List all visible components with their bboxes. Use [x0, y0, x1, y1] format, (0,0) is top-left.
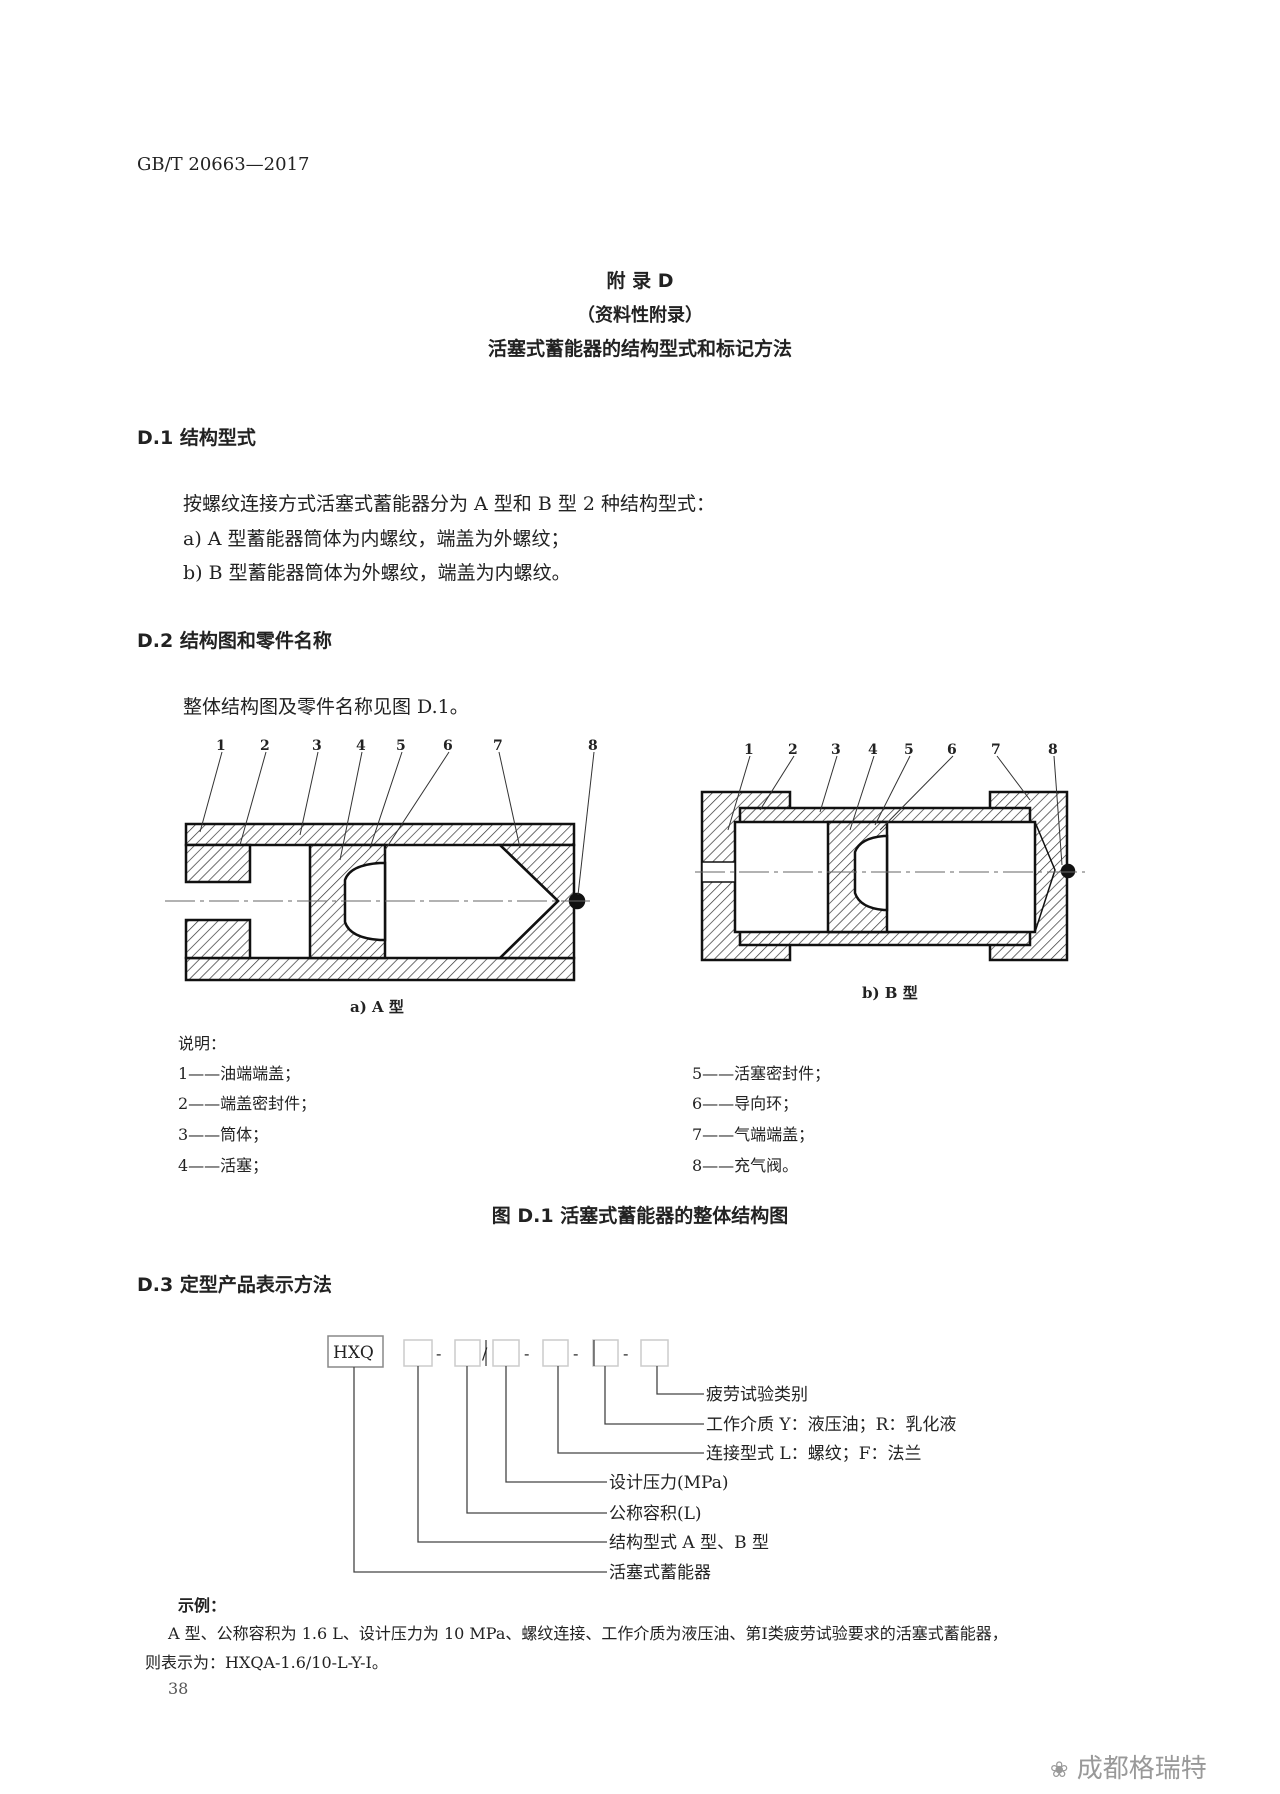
part-number-label: 5: [396, 738, 406, 754]
part-number-label: 3: [312, 738, 322, 754]
part-number-label: 7: [991, 742, 1001, 758]
part-number-label: 6: [947, 742, 957, 758]
part-number-label: 5: [904, 742, 914, 758]
code-separator: -: [524, 1344, 529, 1363]
code-separator: -: [623, 1344, 628, 1363]
part-number-label: 2: [260, 738, 270, 754]
code-prefix: HXQ: [333, 1343, 374, 1363]
accumulator-type-b-drawing: [700, 790, 1076, 962]
example-label: 示例：: [178, 1596, 227, 1615]
code-field-label: 工作介质 Y：液压油；R：乳化液: [706, 1415, 956, 1435]
d1-item-b: b) B 型蓄能器筒体为外螺纹，端盖为内螺纹。: [183, 562, 571, 584]
legend-title: 说明：: [178, 1034, 227, 1053]
code-separator: /: [482, 1344, 488, 1363]
page-number: 38: [168, 1679, 189, 1698]
code-field-label: 疲劳试验类别: [706, 1385, 808, 1405]
watermark: ❀ 成都格瑞特: [1050, 1754, 1207, 1784]
legend-item: 8——充气阀。: [692, 1156, 799, 1175]
caption-type-b: b) B 型: [862, 984, 918, 1002]
code-separator: -: [573, 1344, 578, 1363]
code-field-label: 活塞式蓄能器: [609, 1563, 711, 1583]
code-diagram: [327, 1335, 669, 1368]
part-number-label: 1: [216, 738, 226, 754]
section-d3-heading: D.3 定型产品表示方法: [137, 1274, 332, 1296]
standard-number: GB/T 20663—2017: [137, 154, 310, 175]
d1-item-a: a) A 型蓄能器筒体为内螺纹，端盖为外螺纹；: [183, 528, 570, 550]
code-field-label: 公称容积(L): [609, 1504, 702, 1524]
part-number-label: 4: [868, 742, 878, 758]
legend-item: 3——筒体；: [178, 1125, 269, 1144]
appendix-title: 活塞式蓄能器的结构型式和标记方法: [487, 338, 792, 360]
part-number-label: 8: [588, 738, 598, 754]
section-d2-heading: D.2 结构图和零件名称: [137, 630, 332, 652]
example-line-1: A 型、公称容积为 1.6 L、设计压力为 10 MPa、螺纹连接、工作介质为液…: [168, 1624, 1008, 1643]
legend-item: 4——活塞；: [178, 1156, 269, 1175]
legend-item: 2——端盖密封件；: [178, 1094, 317, 1113]
legend-item: 1——油端端盖；: [178, 1064, 301, 1083]
appendix-type: （资料性附录）: [577, 305, 703, 326]
code-field-label: 设计压力(MPa): [609, 1473, 728, 1493]
figure-caption: 图 D.1 活塞式蓄能器的整体结构图: [491, 1205, 789, 1227]
part-number-label: 8: [1048, 742, 1058, 758]
caption-type-a: a) A 型: [350, 998, 404, 1016]
d1-paragraph: 按螺纹连接方式活塞式蓄能器分为 A 型和 B 型 2 种结构型式：: [183, 493, 716, 515]
part-number-label: 4: [356, 738, 366, 754]
code-field-label: 结构型式 A 型、B 型: [609, 1533, 769, 1553]
part-number-label: 1: [744, 742, 754, 758]
legend-item: 5——活塞密封件；: [692, 1064, 831, 1083]
wechat-icon: ❀: [1050, 1758, 1069, 1783]
example-line-2: 则表示为：HXQA-1.6/10-L-Y-Ⅰ。: [145, 1653, 388, 1672]
section-d1-heading: D.1 结构型式: [137, 427, 256, 449]
part-number-label: 6: [443, 738, 453, 754]
accumulator-type-a-drawing: [184, 822, 586, 982]
d2-paragraph: 整体结构图及零件名称见图 D.1。: [183, 696, 469, 718]
appendix-label: 附 录 D: [606, 270, 674, 292]
legend-item: 7——气端端盖；: [692, 1125, 815, 1144]
part-number-label: 7: [493, 738, 503, 754]
legend-item: 6——导向环；: [692, 1094, 799, 1113]
code-field-label: 连接型式 L：螺纹；F：法兰: [706, 1444, 922, 1464]
code-separator: -: [436, 1344, 441, 1363]
part-number-label: 3: [831, 742, 841, 758]
part-number-label: 2: [788, 742, 798, 758]
